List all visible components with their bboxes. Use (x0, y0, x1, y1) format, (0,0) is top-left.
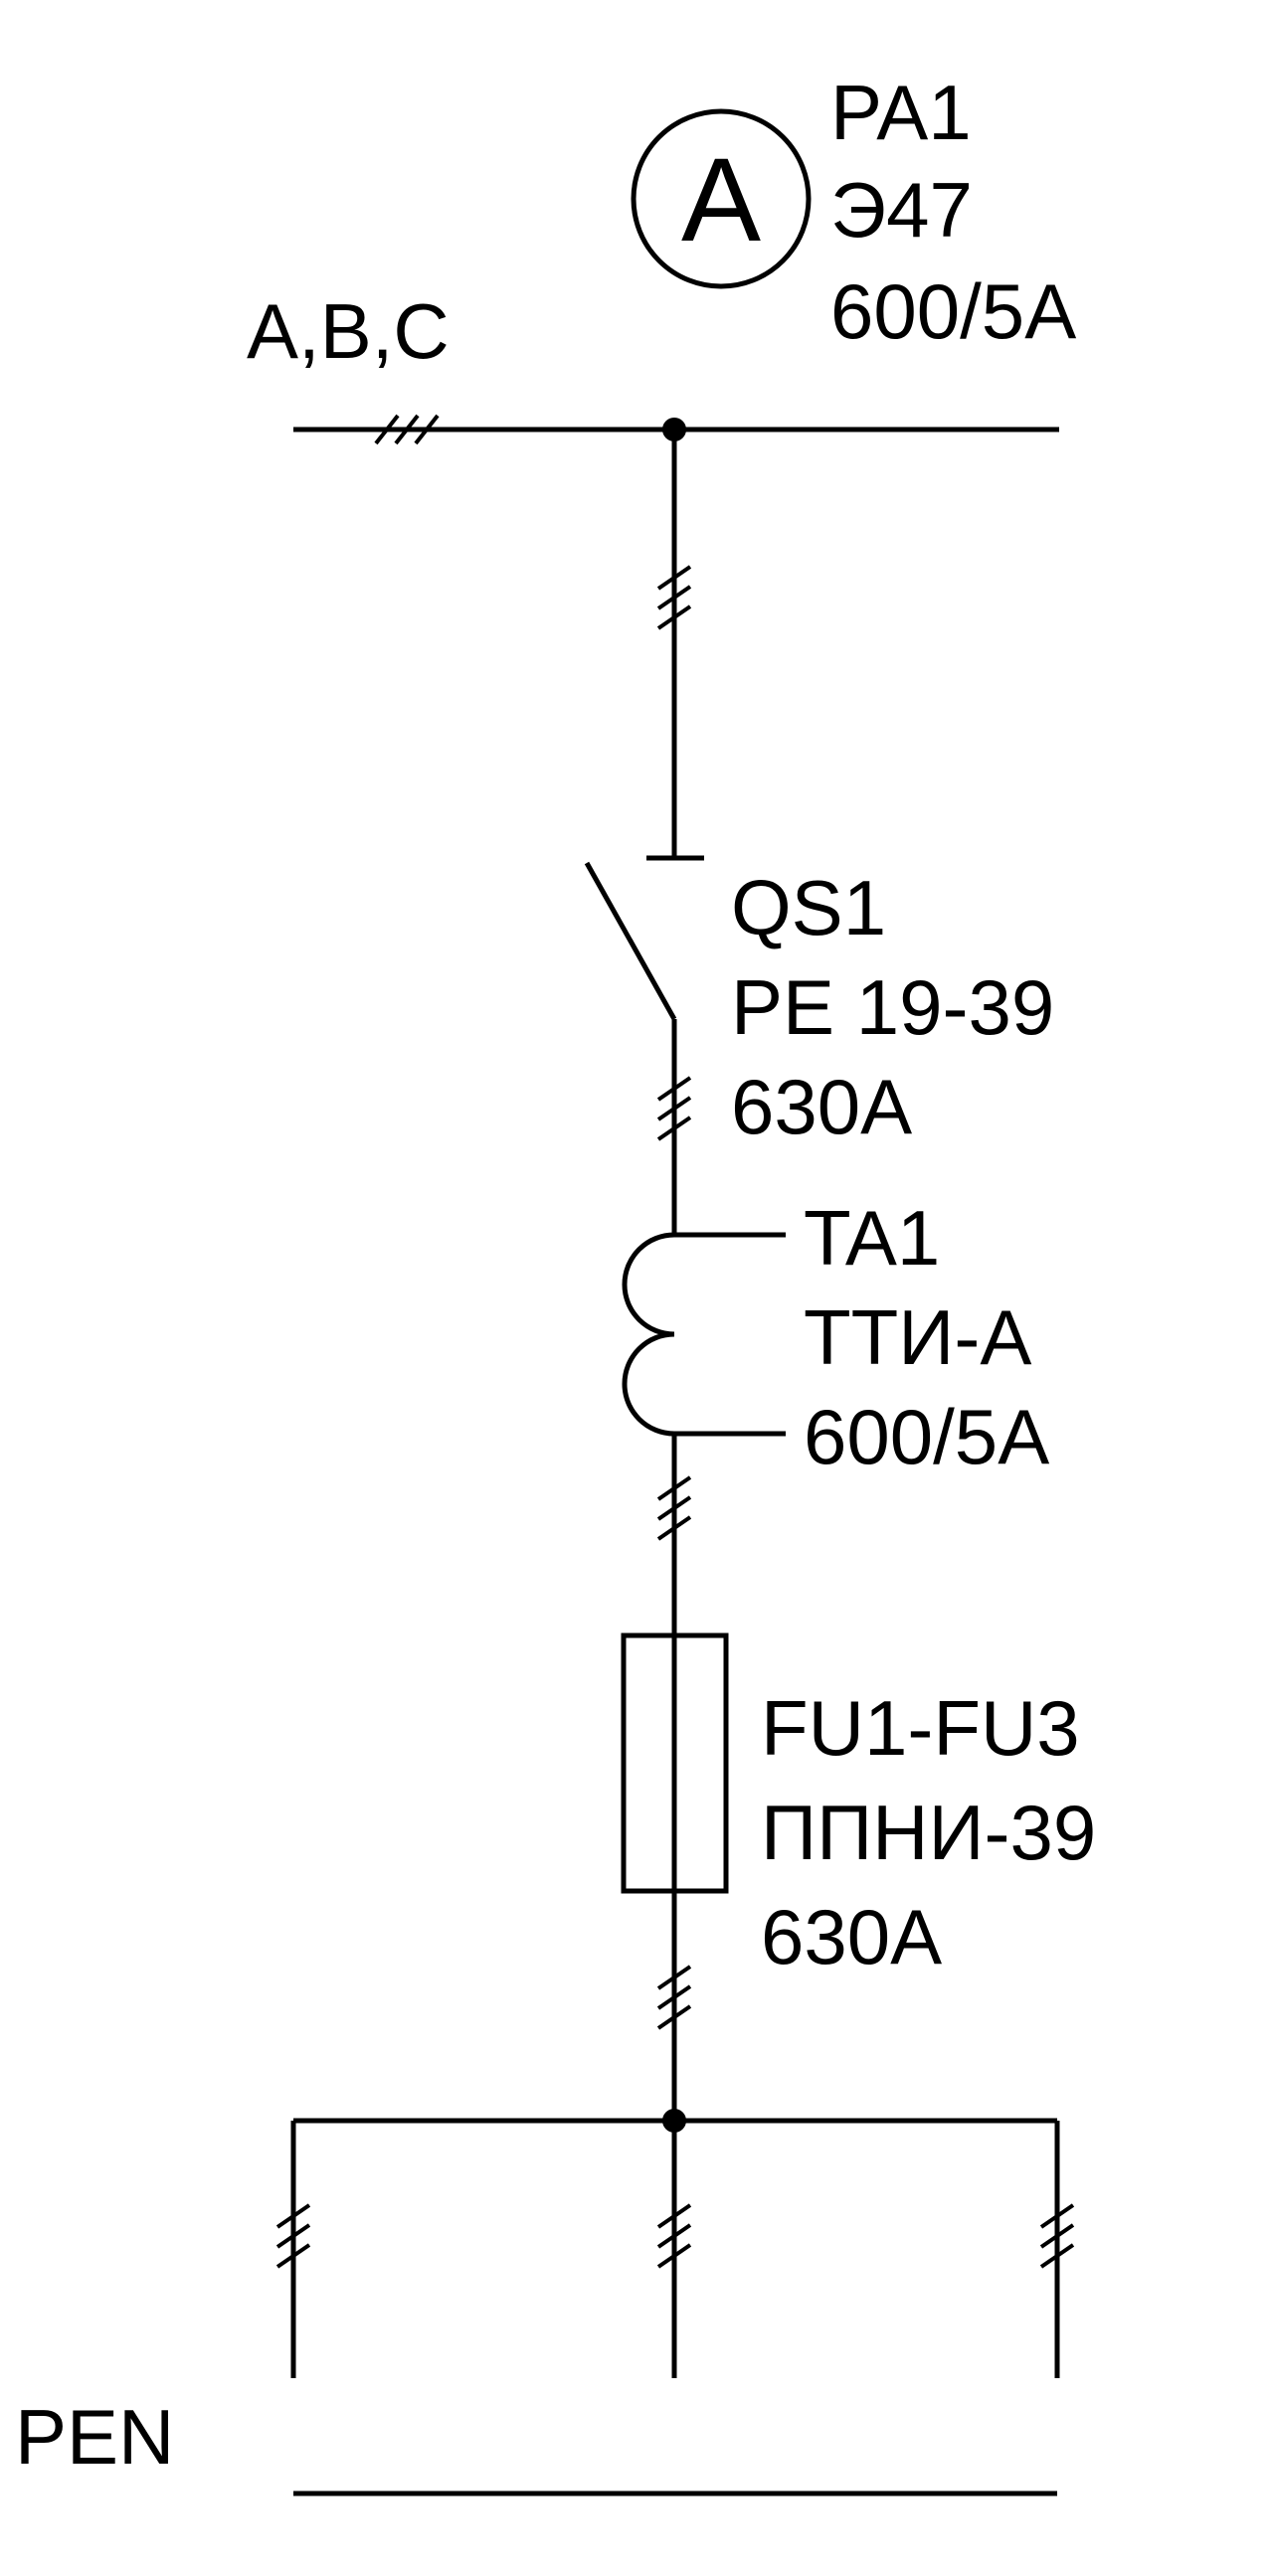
ct-designation: TA1 (804, 1194, 940, 1282)
fuse-designation: FU1-FU3 (761, 1684, 1080, 1772)
outgoing-feeder-right (1039, 2121, 1075, 2378)
ammeter: A PA1 Э47 600/5A (631, 69, 1076, 355)
switch-model: PE 19-39 (731, 963, 1054, 1051)
bus-phases-label: A,B,C (247, 287, 450, 375)
switch-blade (584, 861, 677, 1021)
ammeter-designation: PA1 (830, 69, 972, 156)
ammeter-circle (631, 108, 812, 289)
feeder-upper-ticks (656, 565, 692, 630)
fuses: FU1-FU3 ППНИ-39 630A (621, 1632, 1096, 1980)
ct-winding (622, 1232, 675, 1437)
fuse-rating: 630A (761, 1893, 942, 1980)
bus-phase-ticks (374, 414, 440, 445)
ct-to-fuse-ticks (656, 1475, 692, 1541)
pen-conductor: PEN (15, 2393, 1057, 2496)
switch-designation: QS1 (731, 864, 886, 951)
disconnect-switch: QS1 PE 19-39 630A (584, 855, 1054, 1150)
ammeter-rating: 600/5A (830, 267, 1076, 355)
fuse-model: ППНИ-39 (761, 1789, 1096, 1876)
pen-label: PEN (15, 2393, 174, 2481)
current-transformer: TA1 ТТИ-А 600/5A (622, 1194, 1049, 1480)
ct-model: ТТИ-А (804, 1293, 1031, 1381)
outgoing-feeder-left (275, 2121, 311, 2378)
fuse-to-dist-ticks (656, 1965, 692, 2030)
switch-rating: 630A (731, 1063, 912, 1150)
ammeter-model: Э47 (830, 166, 973, 254)
switch-to-ct-ticks (656, 1076, 692, 1141)
ammeter-symbol: A (681, 133, 761, 266)
ct-rating: 600/5A (804, 1393, 1049, 1480)
busbar: A,B,C (247, 287, 1059, 445)
outgoing-feeder-center (656, 2121, 692, 2378)
